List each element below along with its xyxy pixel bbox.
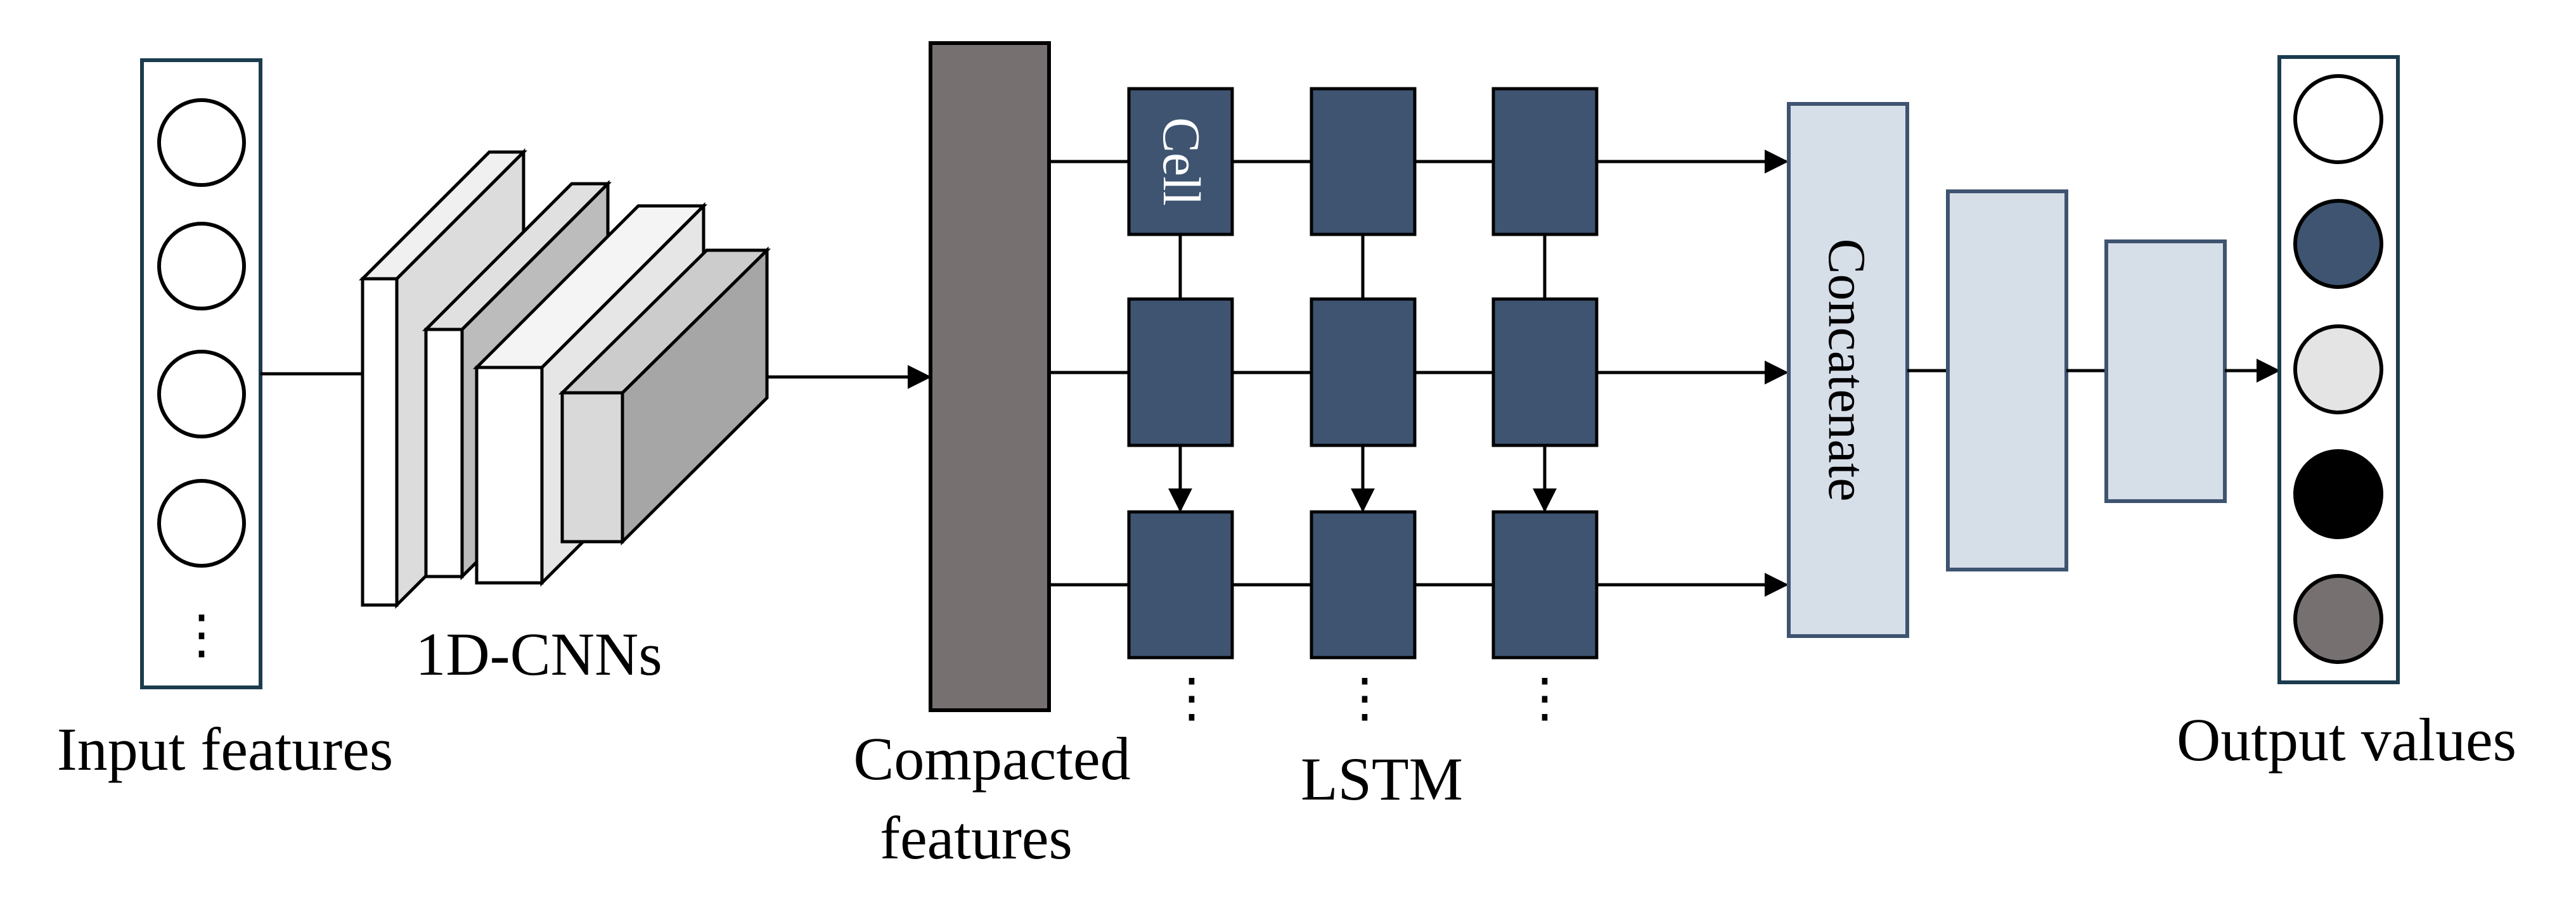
cnn-block-4 bbox=[558, 246, 771, 546]
cnn-blocks bbox=[358, 148, 771, 609]
lstm-ellipses: ⋮ ⋮ ⋮ bbox=[1165, 669, 1571, 728]
lstm-cell-label: Cell bbox=[1152, 117, 1211, 206]
output-values-block bbox=[2277, 55, 2400, 684]
lstm-cell bbox=[1491, 510, 1599, 660]
compacted-features-label-line1: Compacted bbox=[853, 725, 1130, 793]
lstm-ellipsis: ⋮ bbox=[1518, 669, 1571, 728]
output-values-label: Output values bbox=[2177, 706, 2516, 774]
compacted-features-bar bbox=[929, 41, 1051, 712]
concatenate-layer bbox=[1787, 102, 1909, 638]
lstm-ellipsis: ⋮ bbox=[1338, 669, 1391, 728]
concatenate-label: Concatenate bbox=[1817, 238, 1876, 501]
input-features-block: ⋮ bbox=[140, 58, 262, 689]
lstm-cell bbox=[1491, 87, 1599, 236]
output-node bbox=[2293, 199, 2383, 289]
lstm-cell bbox=[1127, 87, 1234, 236]
compacted-features-label-line2: features bbox=[880, 804, 1072, 872]
output-node bbox=[2293, 574, 2383, 664]
output-node bbox=[2293, 449, 2383, 539]
lstm-label: LSTM bbox=[1301, 745, 1463, 813]
lstm-cell bbox=[1310, 297, 1417, 447]
dense-layer-2 bbox=[2104, 239, 2227, 503]
lstm-cell bbox=[1127, 510, 1234, 660]
lstm-cells: Cell bbox=[1127, 87, 1599, 660]
lstm-cell bbox=[1491, 297, 1599, 447]
output-node bbox=[2293, 74, 2383, 164]
dense-layer-1 bbox=[1946, 189, 2068, 571]
input-ellipsis: ⋮ bbox=[175, 606, 228, 665]
input-features-label: Input features bbox=[57, 715, 393, 783]
input-node bbox=[157, 479, 246, 568]
input-node bbox=[157, 222, 246, 310]
lstm-ellipsis: ⋮ bbox=[1165, 669, 1218, 728]
lstm-cell bbox=[1310, 87, 1417, 236]
input-node bbox=[157, 350, 246, 438]
cnns-label: 1D-CNNs bbox=[415, 620, 662, 688]
output-node bbox=[2293, 324, 2383, 414]
lstm-cell bbox=[1127, 297, 1234, 447]
lstm-cell bbox=[1310, 510, 1417, 660]
input-node bbox=[157, 98, 246, 187]
